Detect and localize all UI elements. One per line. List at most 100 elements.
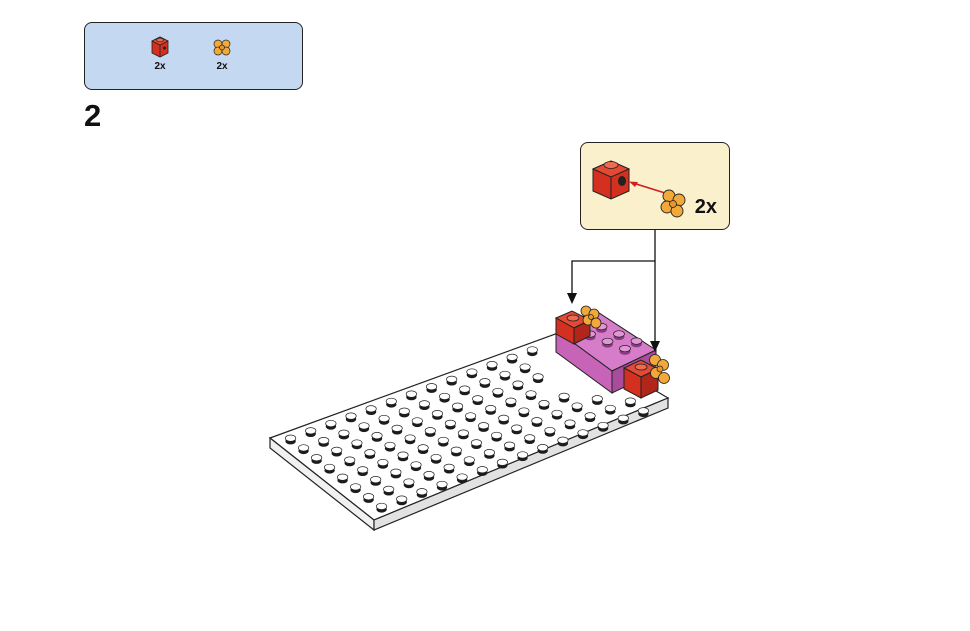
baseplate-stud (377, 458, 389, 467)
baseplate-stud (446, 375, 458, 383)
baseplate-stud (351, 439, 363, 447)
baseplate-stud (466, 368, 478, 376)
sub-assembly-callout: 2x (580, 142, 730, 230)
baseplate-stud (325, 419, 337, 428)
baseplate-stud (517, 451, 529, 459)
baseplate-stud (430, 453, 442, 462)
baseplate-stud (597, 421, 609, 430)
baseplate-stud (557, 436, 569, 444)
baseplate-stud (370, 476, 382, 484)
callout-connector-arrows (567, 230, 660, 352)
baseplate-stud (498, 414, 510, 422)
baseplate-stud (504, 441, 516, 449)
baseplate-stud (506, 353, 518, 361)
baseplate-stud (337, 473, 349, 481)
baseplate-stud (424, 427, 436, 435)
parts-list-qty-red-brick: 2x (154, 61, 166, 72)
baseplate-stud (476, 466, 488, 474)
baseplate-stud (384, 441, 396, 449)
baseplate-stud (479, 378, 491, 386)
baseplate-stud (416, 488, 428, 496)
baseplate-stud (459, 385, 471, 393)
baseplate-stud (436, 480, 448, 488)
red-brick-front (622, 359, 660, 399)
baseplate-stud (591, 395, 603, 403)
baseplate-stud (444, 419, 456, 427)
baseplate-stud (457, 429, 469, 437)
baseplate-stud (404, 434, 416, 442)
baseplate-stud (405, 390, 417, 398)
magenta-brick-stud (601, 337, 614, 345)
baseplate-stud (398, 407, 410, 415)
baseplate-stud (426, 383, 438, 391)
baseplate-stud (411, 417, 423, 425)
baseplate-stud (376, 502, 388, 510)
baseplate-stud (571, 402, 583, 410)
parts-list-item-red-brick: 2x (140, 33, 180, 72)
baseplate-stud (350, 483, 362, 491)
red-brick-icon (151, 36, 169, 58)
baseplate-stud (538, 400, 550, 408)
baseplate-stud (418, 400, 430, 408)
baseplate-stud (526, 346, 538, 354)
baseplate-stud (391, 424, 403, 432)
baseplate-stud (357, 466, 369, 474)
baseplate-stud (396, 495, 408, 503)
baseplate-stud (344, 456, 356, 464)
baseplate-stud (532, 373, 544, 381)
baseplate-stud (383, 485, 395, 493)
baseplate-stud (492, 387, 504, 396)
baseplate-stud (390, 468, 402, 476)
baseplate-stud (378, 414, 390, 423)
flower-back (580, 305, 602, 329)
baseplate-stud (537, 444, 549, 452)
baseplate-stud (456, 473, 468, 481)
baseplate-stud (472, 395, 484, 403)
baseplate-stud (564, 419, 576, 427)
callout-illustration (591, 160, 686, 218)
baseplate-stud (558, 392, 570, 400)
baseplate-stud (496, 458, 508, 466)
baseplate-stud (298, 444, 310, 452)
baseplate-stud (318, 437, 330, 445)
baseplate-stud (604, 404, 616, 412)
baseplate-stud (499, 370, 511, 378)
baseplate-stud (524, 434, 536, 442)
step-number: 2 (84, 98, 102, 133)
baseplate-stud (637, 407, 649, 415)
parts-list-item-flower: 2x (202, 33, 242, 72)
baseplate-stud (338, 429, 350, 437)
baseplate-stud (483, 449, 495, 457)
magenta-brick-stud (630, 337, 643, 345)
baseplate-stud (324, 463, 336, 471)
baseplate-stud (305, 427, 317, 435)
baseplate-stud (410, 461, 422, 469)
baseplate-stud (431, 410, 443, 418)
baseplate-stud (345, 412, 357, 420)
baseplate-stud (403, 478, 415, 486)
baseplate-stud (463, 456, 475, 464)
callout-insert-arrow-icon (629, 181, 666, 194)
baseplate-stud (437, 436, 449, 444)
baseplate-stud (363, 493, 375, 501)
baseplate-stud (470, 439, 482, 447)
baseplate-stud (518, 407, 530, 415)
baseplate-stud (486, 361, 498, 369)
baseplate-studs (285, 346, 649, 513)
baseplate-stud (525, 390, 537, 398)
baseplate-stud (397, 451, 409, 459)
baseplate-stud (577, 429, 589, 437)
magenta-brick-stud (619, 345, 631, 353)
baseplate-stud (364, 449, 376, 457)
baseplate-stud (439, 392, 451, 400)
baseplate-stud (285, 434, 297, 442)
magenta-brick-stud (613, 330, 625, 338)
baseplate-stud (624, 397, 636, 405)
red-brick-back (554, 310, 592, 345)
baseplate-stud (505, 397, 517, 405)
baseplate-stud (485, 405, 497, 413)
baseplate-stud (358, 422, 370, 430)
baseplate-stud (544, 426, 556, 435)
baseplate-stud (331, 446, 343, 454)
